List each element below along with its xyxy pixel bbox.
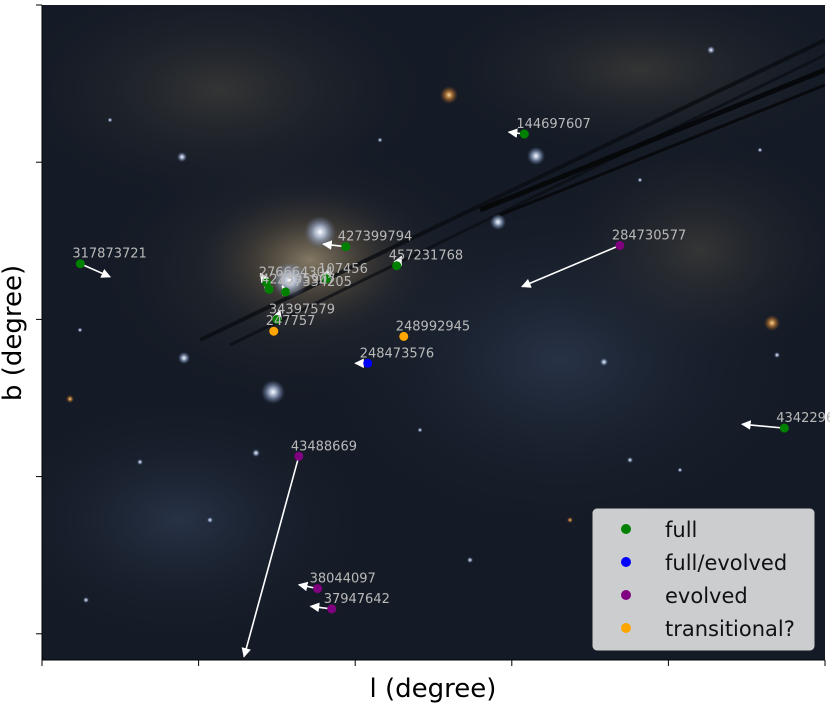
motion-arrow: [80, 262, 111, 278]
legend-label-full: full: [665, 518, 697, 542]
data-point: [294, 451, 304, 461]
data-point: [779, 423, 789, 433]
data-point: [399, 331, 409, 341]
sky-image: [42, 5, 825, 660]
data-point: [75, 259, 85, 269]
data-point: [272, 314, 282, 324]
axis-ticks: [36, 4, 826, 666]
x-axis-title: l (degree): [370, 674, 497, 703]
data-point: [363, 358, 373, 368]
data-point: [269, 326, 279, 336]
legend-marker-full-evolved: [621, 557, 631, 567]
point-label: 317873721: [72, 247, 146, 262]
point-label: 144697607: [516, 117, 590, 132]
legend: full full/evolved evolved transitional?: [592, 508, 815, 651]
data-point: [321, 274, 331, 284]
point-labels: 144697607 317873721 427399794 284730577 2766…: [72, 117, 830, 607]
data-point: [327, 604, 337, 614]
motion-arrow: [241, 456, 300, 658]
motion-arrow: [741, 420, 785, 430]
legend-marker-full: [621, 524, 631, 534]
point-label: 284730577: [612, 228, 686, 243]
data-point: [392, 261, 402, 271]
legend-label-full-evolved: full/evolved: [665, 551, 787, 575]
legend-label-transitional: transitional?: [665, 617, 795, 641]
legend-marker-transitional: [621, 623, 631, 633]
point-label: 248992945: [396, 319, 470, 334]
y-axis-title: b (degree): [0, 265, 28, 401]
data-point: [341, 242, 351, 252]
point-label: 43488669: [291, 439, 357, 454]
point-label: 37947642: [324, 592, 390, 607]
legend-box: [592, 508, 815, 651]
point-label: 427395907: [261, 272, 335, 287]
point-label: 248473576: [360, 346, 434, 361]
point-label: 107456: [318, 262, 368, 277]
data-point: [264, 284, 274, 294]
data-point: [519, 129, 529, 139]
data-point: [615, 240, 625, 250]
data-point: [313, 584, 323, 594]
point-label: 427399794: [338, 230, 412, 245]
legend-marker-evolved: [621, 590, 631, 600]
point-label: 34397579: [269, 302, 335, 317]
legend-label-evolved: evolved: [665, 584, 748, 608]
motion-arrow: [521, 244, 621, 288]
point-label: 38044097: [310, 572, 376, 587]
point-label: 247757: [266, 314, 316, 329]
data-point: [281, 287, 291, 297]
axes-frame: [41, 5, 825, 661]
data-points: [75, 129, 789, 614]
point-label: 276664304: [259, 266, 333, 281]
point-label: 434229695: [776, 411, 830, 426]
point-label: 427334205: [278, 275, 352, 290]
point-label: 457231768: [389, 249, 463, 264]
